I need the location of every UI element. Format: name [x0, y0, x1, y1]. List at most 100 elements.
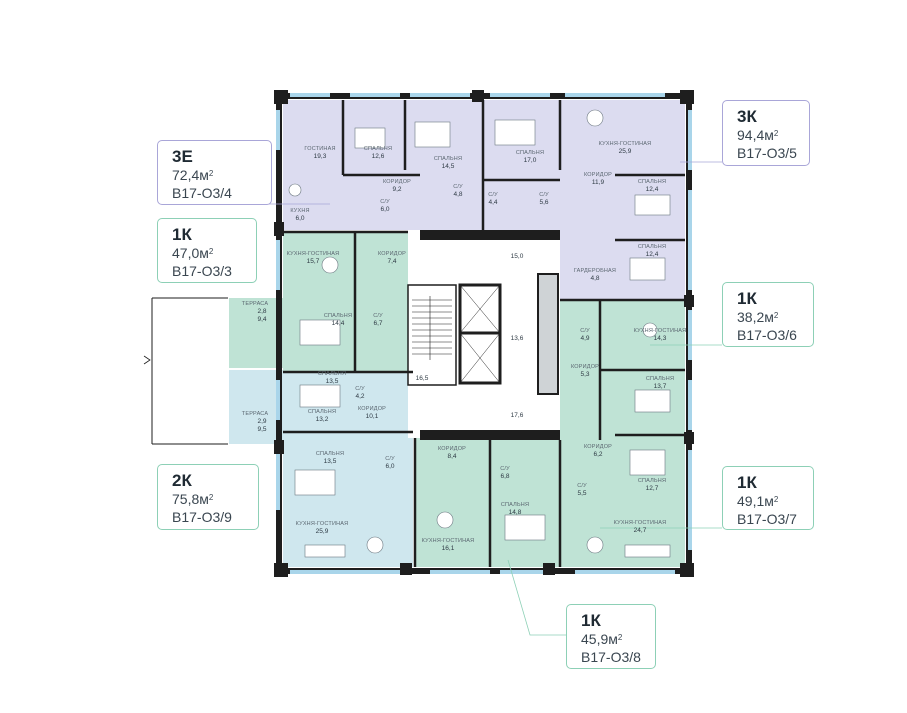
apartment-code: В17-О3/3 [172, 263, 232, 279]
room-value: 4,9 [580, 335, 589, 342]
apartment-card-a6[interactable]: 1К 38,2м2 В17-О3/6 [722, 282, 814, 347]
room-value: 12,4 [646, 186, 659, 193]
apartment-area: 75,8м2 [172, 491, 214, 507]
room-label: СПАЛЬНЯ [324, 313, 352, 319]
table [436, 511, 454, 529]
apartment-area: 94,4м2 [737, 127, 779, 143]
stairwell [407, 284, 457, 386]
zone-a6[interactable] [560, 300, 685, 370]
apartment-code: В17-О3/5 [737, 145, 797, 161]
room-value: 12,7 [646, 485, 659, 492]
room-label: КОРИДОР [378, 251, 406, 257]
table [366, 536, 384, 554]
windows [276, 93, 692, 574]
apartment-type: 2К [172, 471, 192, 490]
apartment-card-a8[interactable]: 1К 45,9м2 В17-О3/8 [566, 604, 656, 669]
room-value: 13,5 [326, 378, 339, 385]
zone-a4b[interactable] [433, 100, 485, 230]
room-label: КОРИДОР [571, 364, 599, 370]
zone-terrace-a9[interactable] [229, 370, 283, 444]
room-label: КУХНЯ-ГОСТИНАЯ [296, 521, 349, 527]
room-value: 5,6 [539, 199, 548, 206]
room-value: 13,7 [654, 383, 667, 390]
room-value: 17,0 [524, 157, 537, 164]
room-value: 11,9 [592, 179, 605, 186]
room-value: 9,2 [392, 186, 401, 193]
bed [299, 384, 341, 408]
apartment-type: 1К [172, 225, 192, 244]
room-label: С/У [355, 386, 365, 392]
room-value: 9,4 [257, 316, 266, 323]
room-value: 14,3 [654, 335, 667, 342]
room-label: КОРИДОР [438, 446, 466, 452]
room-value: 14,4 [332, 320, 345, 327]
room-value: 19,3 [314, 153, 327, 160]
room-label: СПАЛЬНЯ [318, 371, 346, 377]
room-label: С/У [577, 483, 587, 489]
room-label: КУХНЯ-ГОСТИНАЯ [422, 538, 475, 544]
terrace-stub [143, 297, 228, 445]
shaft-right [537, 273, 559, 395]
room-label: КУХНЯ-ГОСТИНАЯ [614, 520, 667, 526]
apartment-type: 1К [737, 289, 757, 308]
sofa [624, 544, 671, 558]
apartment-type: 1К [737, 473, 757, 492]
room-label: С/У [500, 466, 510, 472]
room-value: 12,6 [372, 153, 385, 160]
room-label: С/У [488, 192, 498, 198]
room-value: 5,5 [577, 490, 586, 497]
room-label: ГОСТИНАЯ [304, 146, 335, 152]
apartment-card-a4[interactable]: 3Е 72,4м2 В17-О3/4 [157, 140, 272, 205]
table [321, 256, 339, 274]
apartment-area: 49,1м2 [737, 493, 779, 509]
leader-lines [258, 161, 722, 636]
room-value: 14,5 [442, 163, 455, 170]
room-label: КУХНЯ [290, 208, 309, 214]
room-value: 9,5 [257, 426, 266, 433]
apartment-card-a3[interactable]: 1К 47,0м2 В17-О3/3 [157, 218, 257, 283]
sofa [304, 544, 346, 558]
apartment-type: 3К [737, 107, 757, 126]
room-label: ТЕРРАСА [242, 411, 269, 417]
room-label: КОРИДОР [383, 179, 411, 185]
zone-a4[interactable] [283, 100, 433, 230]
apartment-code: В17-О3/4 [172, 185, 232, 201]
room-value: 6,0 [380, 206, 389, 213]
room-value: 7,4 [387, 258, 396, 265]
room-label: КУХНЯ-ГОСТИНАЯ [287, 251, 340, 257]
room-label: ГАРДЕРОБНАЯ [574, 268, 616, 274]
room-label: СПАЛЬНЯ [638, 179, 666, 185]
room-label: СПАЛЬНЯ [364, 146, 392, 152]
apartment-type: 1К [581, 611, 601, 630]
room-value: 4,8 [453, 191, 462, 198]
apartment-area: 38,2м2 [737, 309, 779, 325]
room-value: 2,8 [257, 308, 266, 315]
bed [299, 319, 341, 346]
apartment-code: В17-О3/6 [737, 327, 797, 343]
zone-terrace-a3[interactable] [229, 298, 283, 368]
room-value: 13,2 [316, 416, 329, 423]
zone-a8[interactable] [415, 438, 560, 567]
room-value: 2,9 [257, 418, 266, 425]
room-value: 17,6 [511, 412, 524, 419]
room-label: ТЕРРАСА [242, 301, 269, 307]
room-value: 14,8 [509, 509, 522, 516]
apartment-card-a7[interactable]: 1К 49,1м2 В17-О3/7 [722, 466, 814, 530]
room-label: КОРИДОР [358, 406, 386, 412]
bed [634, 194, 671, 216]
apartment-card-a5[interactable]: 3К 94,4м2 В17-О3/5 [722, 100, 810, 166]
table [642, 322, 658, 338]
table [586, 536, 604, 554]
furniture [288, 109, 671, 558]
room-value: 5,3 [580, 371, 589, 378]
table [288, 183, 302, 197]
room-value: 15,0 [511, 253, 524, 260]
zone-a3[interactable] [283, 232, 408, 372]
apartment-card-a9[interactable]: 2К 75,8м2 В17-О3/9 [157, 464, 259, 530]
bed [354, 127, 386, 149]
table [586, 109, 604, 127]
room-value: 4,8 [590, 275, 599, 282]
room-value: 4,4 [488, 199, 497, 206]
room-label: КУХНЯ-ГОСТИНАЯ [599, 141, 652, 147]
